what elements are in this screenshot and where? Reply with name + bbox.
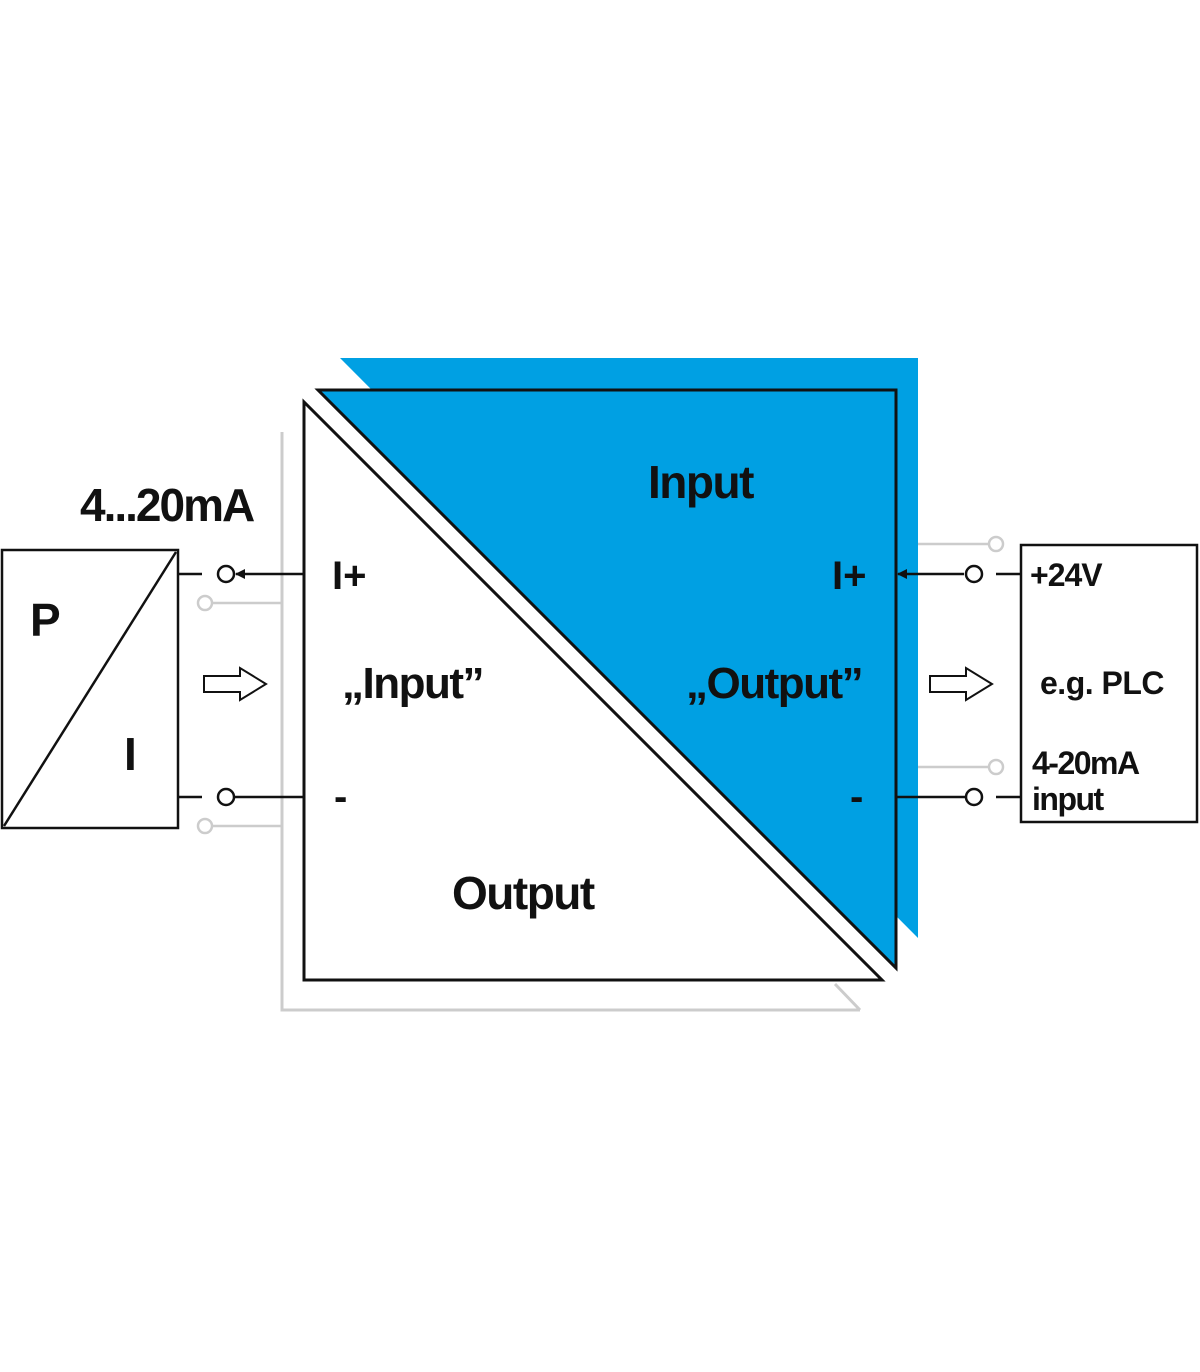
module-left-minus-label: - (334, 775, 347, 819)
module-upper-label: Input (648, 456, 754, 508)
signal-range-label: 4...20mA (80, 479, 254, 531)
ghost-terminal-left-top (196, 594, 214, 612)
transmitter-letter-p: P (30, 594, 61, 646)
module-left-plus-label: I+ (332, 554, 366, 598)
module-input-panel (314, 388, 898, 972)
transmitter-letter-i: I (124, 728, 137, 780)
signal-flow-arrow-right (929, 666, 994, 702)
left-wiring (178, 564, 304, 835)
terminal-right-plus (964, 564, 984, 584)
plc-input-label-line2: input (1032, 781, 1105, 817)
module-lower-label: Output (452, 867, 595, 919)
terminal-left-plus (216, 564, 236, 584)
ghost-white-back-diagonal (833, 982, 862, 1012)
ghost-terminal-right-bottom (987, 758, 1005, 776)
ghost-terminal-left-bottom (196, 817, 214, 835)
ghost-terminal-right-top (987, 535, 1005, 553)
terminal-left-minus (216, 787, 236, 807)
plc-name-label: e.g. PLC (1040, 665, 1164, 701)
ghost-white-back-panel (280, 432, 860, 1012)
terminal-right-minus (964, 787, 984, 807)
plc-box (1019, 543, 1199, 824)
module-output-panel (302, 398, 886, 982)
signal-flow-arrow-left (203, 666, 268, 702)
isolator-module (302, 388, 898, 982)
module-right-minus-label: - (850, 775, 863, 819)
plc-input-label-line1: 4-20mA (1032, 745, 1140, 781)
module-right-plus-label: I+ (832, 554, 866, 598)
module-right-function-label: „Output” (686, 659, 862, 708)
module-left-function-label: „Input” (342, 659, 483, 708)
transmitter-diagonal (2, 551, 178, 827)
plc-device: +24V e.g. PLC 4-20mA input (1019, 543, 1199, 824)
pressure-transmitter: P I (0, 548, 180, 830)
right-wiring (896, 535, 1021, 807)
plc-supply-label: +24V (1030, 557, 1103, 593)
